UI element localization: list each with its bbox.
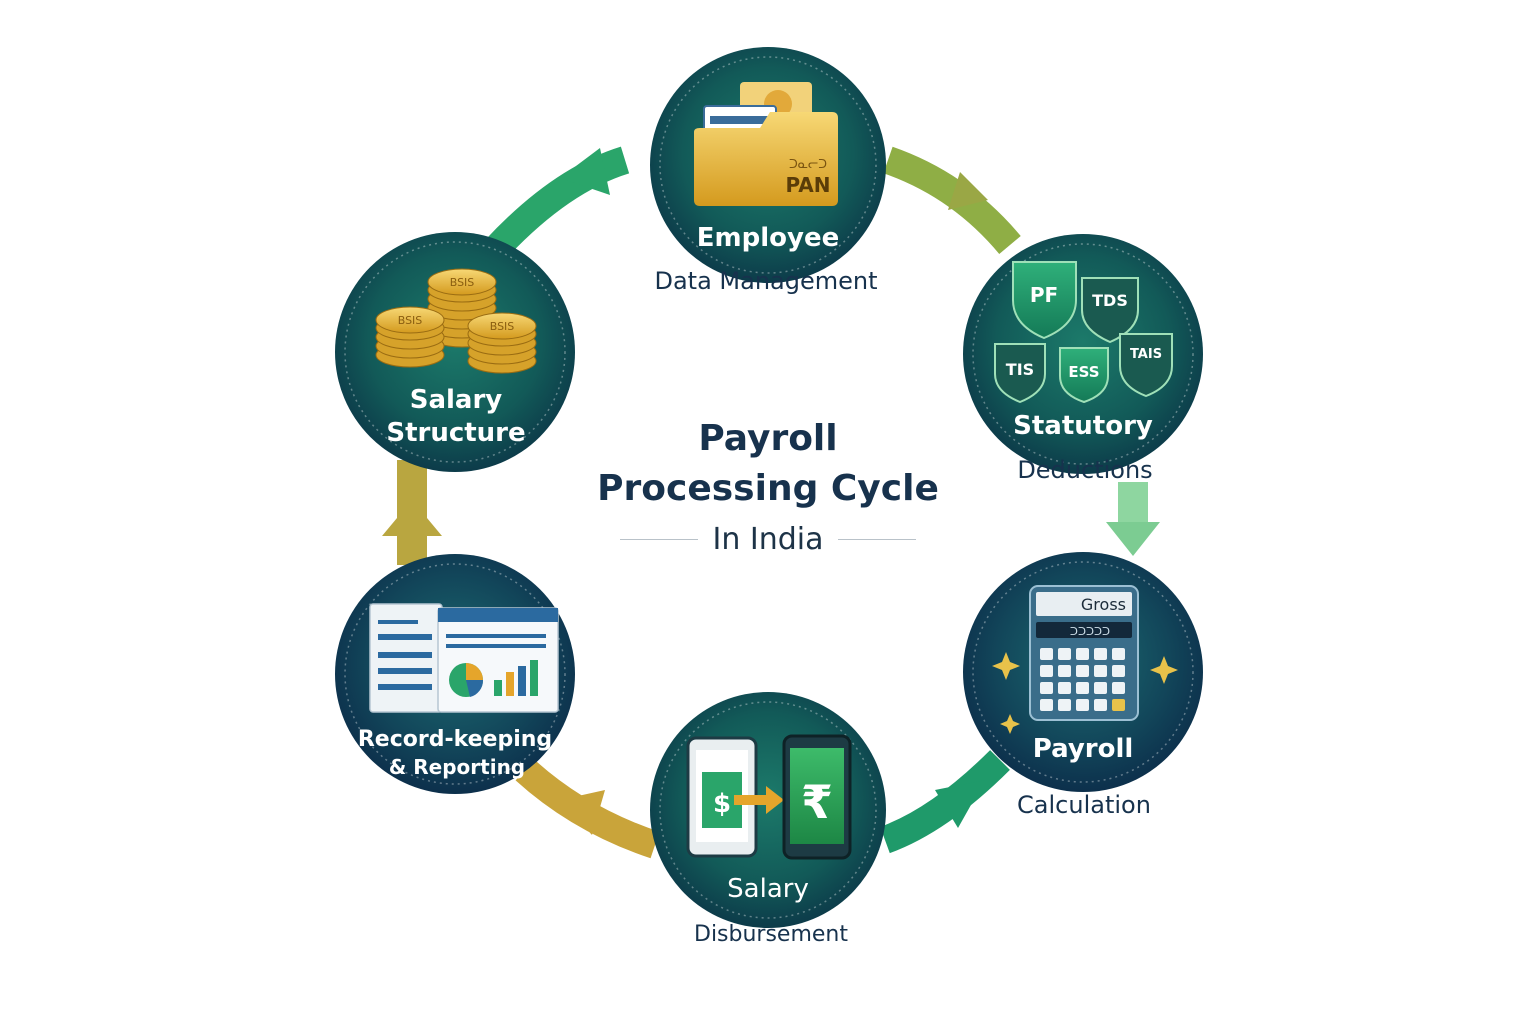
coin-stacks-icon: BSIS BSIS BSIS: [375, 268, 537, 374]
node-payroll-label: Payroll: [1033, 734, 1134, 764]
arrow-head-statutory-to-payroll: [1106, 522, 1160, 556]
node-structure-label-2: Structure: [386, 418, 525, 448]
center-title-line2: Processing Cycle: [597, 468, 939, 509]
arrow-employee-to-statutory: [883, 146, 1021, 255]
node-structure-label-1: Salary: [410, 385, 503, 415]
node-disbursement-caption: Disbursement: [694, 922, 848, 947]
node-payroll: Gross ᑐᑐᑐᑐᑐ Payroll: [963, 552, 1203, 792]
calculator-small-text: ᑐᑐᑐᑐᑐ: [1070, 625, 1110, 638]
arrow-head-payroll-to-disbursement: [935, 780, 985, 828]
center-title-line1: Payroll: [698, 418, 838, 459]
badge-tds: TDS: [1092, 291, 1128, 310]
arrow-head-records-to-structure: [382, 500, 442, 536]
calculator-key: [1076, 699, 1089, 711]
coin-label: BSIS: [490, 320, 515, 333]
calculator-screen-text: Gross: [1081, 595, 1126, 614]
folder-small-text: ᑐᓇᓕᑐ: [789, 157, 827, 171]
calculator-key: [1058, 699, 1071, 711]
arrow-head-employee-to-statutory: [948, 172, 988, 210]
node-records-label-2: & Reporting: [389, 755, 525, 779]
center-subtitle: In India: [712, 522, 824, 557]
arrow-payroll-to-disbursement: [879, 750, 1010, 854]
calculator-key: [1094, 648, 1107, 660]
badge-tis: TIS: [1006, 360, 1034, 379]
calculator-key: [1112, 665, 1125, 677]
node-salary-structure: BSIS BSIS BSIS Salary Structure: [335, 232, 575, 472]
calculator-key: [1094, 682, 1107, 694]
calculator-key: [1058, 682, 1071, 694]
folder-pan-text: PAN: [785, 173, 830, 197]
node-statutory-label: Statutory: [1013, 411, 1153, 441]
calculator-key: [1076, 665, 1089, 677]
node-statutory: PF TDS TIS ESS TAIS Statutory: [963, 234, 1203, 474]
subtitle-rule-right: [837, 539, 916, 540]
center-title-block: Payroll Processing Cycle In India: [568, 414, 968, 557]
calculator-key: [1094, 699, 1107, 711]
coin-label: BSIS: [398, 314, 423, 327]
dollar-symbol: $: [713, 789, 731, 819]
shield-badges-icon: PF TDS TIS ESS TAIS: [994, 261, 1173, 404]
calculator-key: [1058, 665, 1071, 677]
phone-transfer-icon: $ ₹: [686, 734, 852, 860]
node-employee: ᑐᓇᓕᑐ PAN Employee: [650, 47, 886, 283]
badge-pf: PF: [1030, 283, 1058, 307]
subtitle-rule-left: [620, 539, 699, 540]
node-disbursement-label: Salary: [727, 874, 809, 904]
node-employee-caption: Data Management: [654, 267, 877, 295]
coin-top: [375, 306, 445, 334]
node-records: Record-keeping & Reporting: [335, 554, 575, 794]
calculator-key: [1040, 682, 1053, 694]
center-subtitle-row: In India: [568, 522, 968, 557]
calculator-key: [1112, 648, 1125, 660]
node-payroll-caption: Calculation: [1017, 791, 1151, 819]
calculator-key: [1058, 648, 1071, 660]
sparkle-icons: [992, 652, 1178, 734]
calculator-key: [1076, 648, 1089, 660]
calculator-keys: [1040, 648, 1125, 711]
coin-label: BSIS: [450, 276, 475, 289]
report-dashboard-icon: [369, 603, 559, 713]
calculator-key: [1094, 665, 1107, 677]
coin-top: [427, 268, 497, 296]
node-records-label-1: Record-keeping: [358, 727, 552, 752]
folder-pan-card-icon: ᑐᓇᓕᑐ PAN: [694, 82, 838, 206]
badge-tais: TAIS: [1130, 347, 1162, 362]
calculator-key: [1112, 682, 1125, 694]
cycle-arrows: [382, 146, 1160, 859]
node-employee-label: Employee: [697, 223, 839, 253]
badge-ess: ESS: [1068, 363, 1099, 381]
arrow-head-structure-to-employee: [560, 148, 610, 195]
calculator-key: [1040, 699, 1053, 711]
arrow-statutory-to-payroll: [1118, 482, 1148, 526]
calculator-key: [1040, 665, 1053, 677]
arrow-structure-to-employee: [484, 146, 630, 260]
calculator-key: [1076, 682, 1089, 694]
coin-top: [467, 312, 537, 340]
node-statutory-caption: Deductions: [1017, 456, 1152, 484]
rupee-symbol: ₹: [801, 775, 833, 829]
calculator-key: [1040, 648, 1053, 660]
arrow-head-disbursement-to-records: [560, 790, 605, 835]
calculator-key: [1112, 699, 1125, 711]
calculator-icon: Gross ᑐᑐᑐᑐᑐ: [1029, 585, 1139, 721]
node-disbursement: $ ₹ Salary: [650, 692, 886, 928]
